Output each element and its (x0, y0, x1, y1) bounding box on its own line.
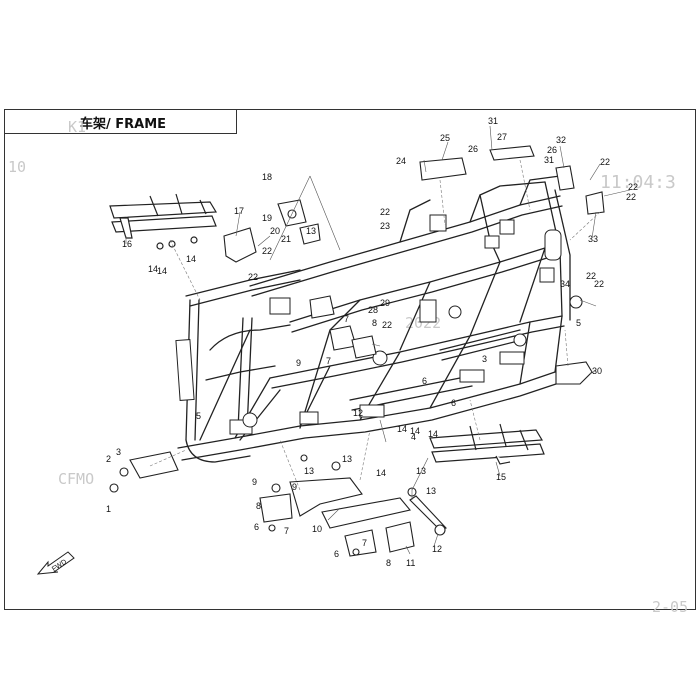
callout-label: 6 (422, 376, 427, 386)
callout-label: 6 (334, 549, 339, 559)
watermark-text: CFMO (58, 470, 94, 488)
callout-label: 9 (292, 482, 297, 492)
callout-label: 7 (362, 538, 367, 548)
callout-label: 17 (234, 206, 244, 216)
callout-label: 11 (406, 558, 415, 568)
callout-label: 14 (157, 266, 167, 276)
title-box (4, 109, 237, 134)
main-frame (177, 175, 571, 463)
callout-label: 8 (386, 558, 391, 568)
callout-label: 18 (262, 172, 272, 182)
callout-labels: 31 25 27 26 26 32 31 24 22 22 22 33 18 1… (106, 116, 638, 568)
callout-label: 13 (416, 466, 426, 476)
callout-label: 30 (592, 366, 602, 376)
engine-mounts (259, 295, 377, 557)
diagram-title: 车架/ FRAME (80, 117, 167, 132)
callout-label: 22 (600, 157, 610, 167)
watermark-text: 11:04:3 (600, 172, 676, 193)
callout-label: 22 (380, 207, 390, 217)
callout-label: 8 (256, 501, 261, 511)
callout-label: 24 (396, 156, 406, 166)
callout-label: 2 (106, 454, 111, 464)
upper-left-parts (223, 199, 321, 263)
rear-parts (419, 145, 605, 385)
callout-label: 22 (262, 246, 272, 256)
callout-label: 27 (497, 132, 507, 142)
callout-label: 22 (382, 320, 392, 330)
fwd-label: FWD (51, 559, 68, 574)
callout-label: 12 (432, 544, 442, 554)
callout-label: 7 (284, 526, 289, 536)
callout-label: 20 (270, 226, 280, 236)
callout-label: 6 (254, 522, 259, 532)
callout-label: 26 (547, 145, 557, 155)
callout-label: 23 (380, 221, 390, 231)
frame-brackets (175, 214, 562, 435)
watermark-text: 10 (8, 158, 26, 176)
callout-label: 28 (368, 305, 378, 315)
callout-label: 9 (296, 358, 301, 368)
callout-label: 1 (106, 504, 111, 514)
callout-label: 5 (196, 411, 201, 421)
watermark-text: 2-05 (652, 598, 688, 616)
callout-label: 15 (496, 472, 506, 482)
callout-label: 3 (116, 447, 121, 457)
callout-label: 14 (397, 424, 407, 434)
callout-label: 34 (560, 279, 570, 289)
callout-label: 14 (428, 429, 438, 439)
callout-label: 31 (544, 155, 554, 165)
callout-label: 12 (353, 408, 363, 418)
watermark-text: K1 (68, 118, 86, 136)
callout-label: 29 (380, 298, 390, 308)
callout-label: 5 (576, 318, 581, 328)
callout-label: 26 (468, 144, 478, 154)
callout-label: 9 (252, 477, 257, 487)
callout-label: 14 (410, 426, 420, 436)
watermark-layer: 10 K1 CFMO 20 22 11:04:3 2-05 (8, 118, 688, 616)
callout-label: 13 (304, 466, 314, 476)
callout-label: 32 (556, 135, 566, 145)
front-skid-parts (109, 451, 179, 493)
front-rack-bracket (109, 193, 218, 250)
callout-label: 7 (344, 314, 349, 324)
callout-label: 8 (372, 318, 377, 328)
leader-lines (125, 125, 631, 555)
callout-label: 31 (488, 116, 498, 126)
callout-label: 14 (186, 254, 196, 264)
callout-label: 6 (451, 398, 456, 408)
callout-label: 22 (586, 271, 596, 281)
callout-label: 14 (148, 264, 158, 274)
callout-label: 13 (342, 454, 352, 464)
callout-label: 22 (628, 182, 638, 192)
callout-label: 13 (306, 226, 316, 236)
callout-label: 19 (262, 213, 272, 223)
callout-label: 4 (411, 432, 416, 442)
callout-label: 7 (326, 356, 331, 366)
callout-label: 14 (376, 468, 386, 478)
rear-rack-bracket (429, 423, 545, 465)
callout-label: 13 (426, 486, 436, 496)
diagram-frame-border (4, 109, 696, 610)
fwd-arrow-icon: FWD (36, 551, 75, 575)
callout-label: 10 (312, 524, 322, 534)
callout-label: 33 (588, 234, 598, 244)
callout-label: 16 (122, 239, 132, 249)
callout-label: 22 (594, 279, 604, 289)
callout-label: 25 (440, 133, 450, 143)
callout-label: 3 (482, 354, 487, 364)
callout-label: 22 (626, 192, 636, 202)
callout-label: 21 (281, 234, 291, 244)
callout-label: 22 (248, 272, 258, 282)
assembly-dashed-lines (149, 159, 601, 491)
